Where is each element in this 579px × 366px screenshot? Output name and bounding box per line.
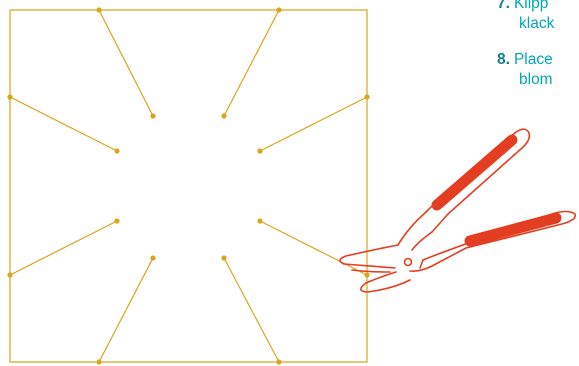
cut-point: [364, 94, 370, 100]
pliers-jaw-gap: [351, 269, 391, 273]
pliers-upper-grip: [431, 134, 518, 211]
instruction-step-7: 7.Klipp klack: [497, 0, 554, 34]
instruction-step-8: 8.Place blom: [497, 50, 553, 90]
pliers-upper-jaw: [339, 244, 399, 269]
cut-lines: [7, 7, 370, 365]
cut-point: [114, 218, 120, 224]
step-text: Place: [513, 51, 553, 68]
cut-point: [96, 359, 102, 365]
pliers-body: [397, 211, 433, 272]
step-text: Klipp: [513, 0, 549, 12]
pliers-lower-jaw: [359, 271, 411, 293]
pliers-upper-handle-outline: [425, 128, 531, 233]
cut-point: [150, 113, 156, 119]
cut-line: [259, 220, 368, 276]
cut-point: [364, 272, 370, 278]
cut-line: [98, 257, 154, 363]
pliers-lower-handle-outline: [422, 210, 577, 267]
cut-point: [257, 148, 263, 154]
cut-line: [9, 220, 118, 276]
pliers-pivot: [403, 257, 413, 267]
cut-point: [7, 94, 13, 100]
square-outline: [9, 9, 368, 363]
cut-line: [223, 9, 280, 117]
cut-point: [276, 359, 282, 365]
cut-point: [96, 7, 102, 13]
cut-point: [221, 255, 227, 261]
step-text-continued: blom: [519, 71, 553, 88]
template-square: [9, 9, 368, 363]
cut-line: [259, 96, 368, 152]
cut-point: [7, 272, 13, 278]
pliers-icon: [339, 128, 577, 293]
step-number: 7.: [497, 0, 510, 12]
cut-line: [98, 9, 154, 117]
cut-point: [150, 255, 156, 261]
cut-point: [221, 113, 227, 119]
step-text-continued: klack: [519, 15, 555, 32]
cut-point: [276, 7, 282, 13]
step-number: 8.: [497, 51, 510, 68]
cut-point: [114, 148, 120, 154]
cut-line: [9, 96, 118, 152]
cut-point: [257, 218, 263, 224]
cut-line: [223, 257, 280, 363]
